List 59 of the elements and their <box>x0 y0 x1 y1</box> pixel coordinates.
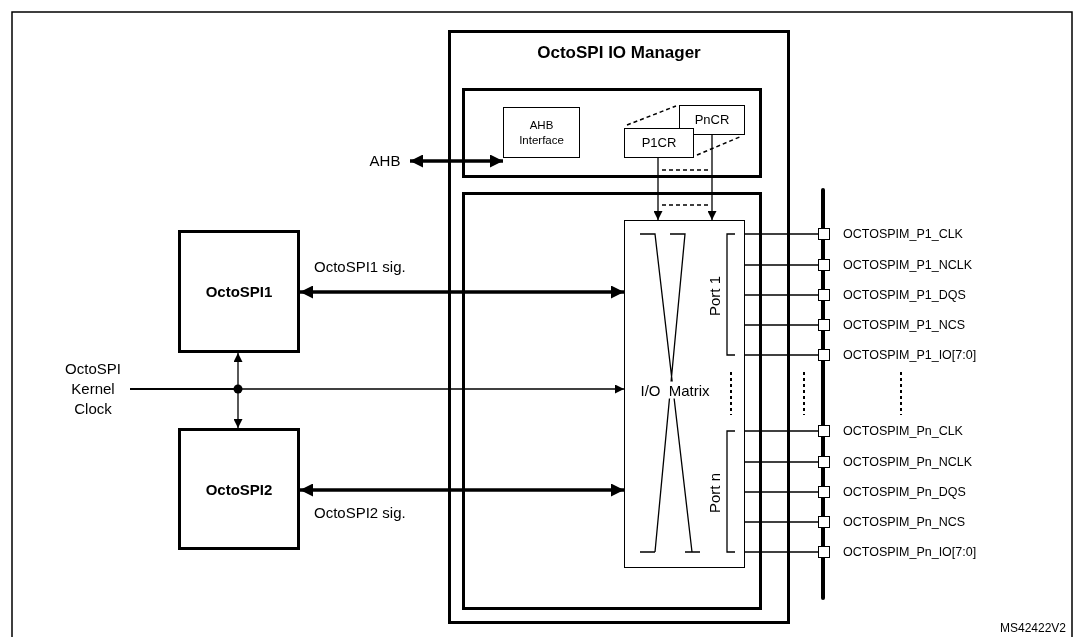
pin-square <box>818 486 830 498</box>
controller-box <box>178 428 300 550</box>
pin-square <box>818 425 830 437</box>
signal-name: OCTOSPIM_Pn_DQS <box>843 484 966 500</box>
connector-line <box>744 551 819 553</box>
arrow <box>653 157 663 221</box>
manager-block <box>448 30 790 624</box>
arrow <box>707 134 717 221</box>
controller-label: OctoSPI1 <box>204 283 274 300</box>
register-block <box>462 88 762 178</box>
signal-name: OCTOSPIM_P1_NCS <box>843 317 966 333</box>
pin-square <box>818 319 830 331</box>
port-label: Port n <box>705 473 723 513</box>
signal-name: OCTOSPIM_P1_NCLK <box>843 257 972 273</box>
register-box <box>679 105 745 135</box>
register-label: PnCR <box>693 112 731 127</box>
interface-box <box>503 107 580 158</box>
arrow <box>300 285 624 299</box>
pin-square <box>818 546 830 558</box>
signal-name: OCTOSPIM_P1_IO[7:0] <box>843 347 977 363</box>
connector-line <box>744 294 819 296</box>
connector-line <box>744 233 819 235</box>
arrow <box>129 384 625 394</box>
connector-line <box>744 324 819 326</box>
matrix-label: I/O Matrix <box>640 381 710 399</box>
pin-square <box>818 349 830 361</box>
connector-line <box>744 521 819 523</box>
connector-line <box>744 461 819 463</box>
connector-line <box>744 430 819 432</box>
figure-id: MS42422V2 <box>999 621 1066 635</box>
matrix-block <box>462 192 762 610</box>
pin-square <box>818 516 830 528</box>
pin-square <box>818 289 830 301</box>
pin-square <box>818 228 830 240</box>
controller-label: OctoSPI2 <box>204 481 274 498</box>
signal-name: OCTOSPIM_P1_CLK <box>843 226 963 242</box>
connector-line <box>744 491 819 493</box>
connector-line <box>744 354 819 356</box>
block-title: OctoSPI IO Manager <box>536 43 702 63</box>
signal-name: OCTOSPIM_Pn_IO[7:0] <box>843 544 977 560</box>
signal-name: OCTOSPIM_Pn_NCS <box>843 514 966 530</box>
pin-square <box>818 259 830 271</box>
matrix-box <box>624 220 745 568</box>
signal-name: OCTOSPIM_Pn_CLK <box>843 423 963 439</box>
bus-label: AHB <box>360 150 410 172</box>
edge-label: OctoSPI2 sig. <box>312 504 408 521</box>
pin-square <box>818 456 830 468</box>
controller-box <box>178 230 300 353</box>
signal-name: OCTOSPIM_P1_DQS <box>843 287 966 303</box>
clock-label: OctoSPI Kernel Clock <box>56 359 130 419</box>
box-label: AHB Interface <box>518 118 565 148</box>
arrow <box>410 154 503 168</box>
port-label: Port 1 <box>705 276 723 316</box>
signal-name: OCTOSPIM_Pn_NCLK <box>843 454 972 470</box>
edge-label: OctoSPI1 sig. <box>312 258 408 275</box>
connector-line <box>744 264 819 266</box>
register-label: P1CR <box>640 135 678 150</box>
arrow <box>300 483 624 497</box>
register-box <box>624 128 694 158</box>
